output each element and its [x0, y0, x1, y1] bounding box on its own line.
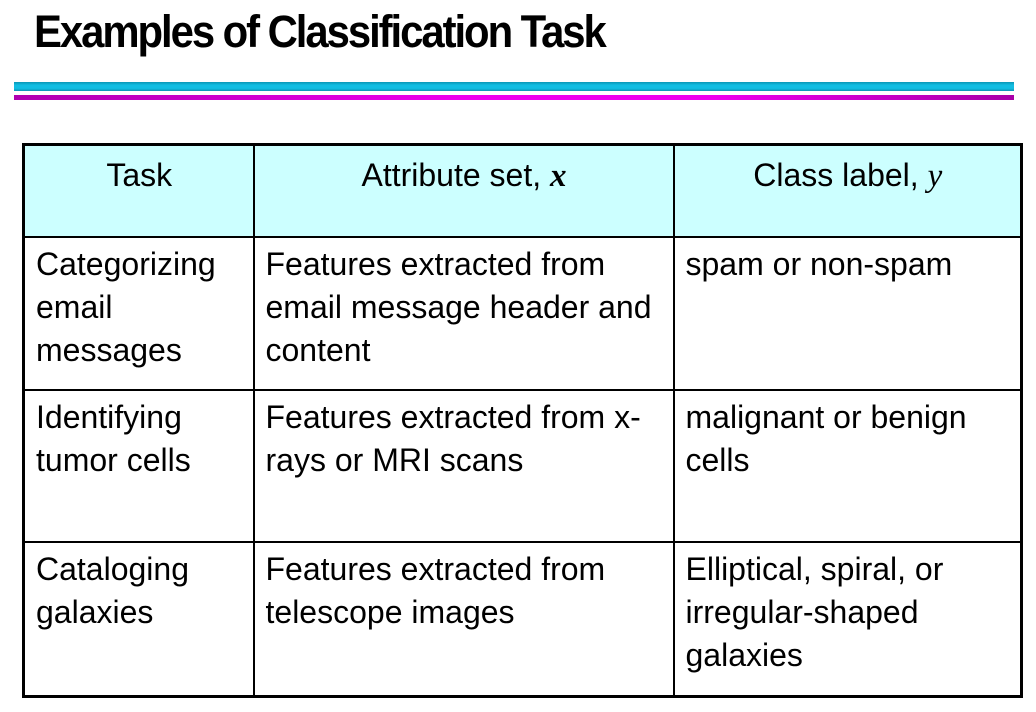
- cell-task: Identifying tumor cells: [22, 389, 255, 543]
- cell-class-label: Elliptical, spiral, or irregular-shaped …: [672, 541, 1023, 698]
- cell-attributes: Features extracted from telescope images: [252, 541, 675, 698]
- cell-attributes: Features extracted from x-rays or MRI sc…: [252, 389, 675, 543]
- header-class-label: Class label, y: [672, 143, 1023, 238]
- variable-y: y: [927, 158, 943, 194]
- title-rule-magenta: [14, 95, 1014, 100]
- cell-attributes: Features extracted from email message he…: [252, 236, 675, 391]
- header-attribute-set-label: Attribute set,: [361, 157, 551, 193]
- table-row: Categorizing email messages Features ext…: [22, 236, 1023, 391]
- table-header-row: Task Attribute set, x Class label, y: [22, 143, 1023, 238]
- title-rule-cyan: [14, 82, 1014, 91]
- classification-examples-table: Task Attribute set, x Class label, y Cat…: [22, 143, 1023, 698]
- header-class-label-label: Class label,: [753, 157, 928, 193]
- header-task: Task: [22, 143, 255, 238]
- slide-title: Examples of Classification Task: [34, 6, 607, 57]
- table-row: Cataloging galaxies Features extracted f…: [22, 541, 1023, 698]
- header-attribute-set: Attribute set, x: [252, 143, 675, 238]
- variable-x: x: [550, 158, 567, 194]
- header-task-label: Task: [106, 157, 173, 193]
- cell-class-label: spam or non-spam: [672, 236, 1023, 391]
- cell-task: Cataloging galaxies: [22, 541, 255, 698]
- cell-task: Categorizing email messages: [22, 236, 255, 391]
- table-row: Identifying tumor cells Features extract…: [22, 389, 1023, 543]
- cell-class-label: malignant or benign cells: [672, 389, 1023, 543]
